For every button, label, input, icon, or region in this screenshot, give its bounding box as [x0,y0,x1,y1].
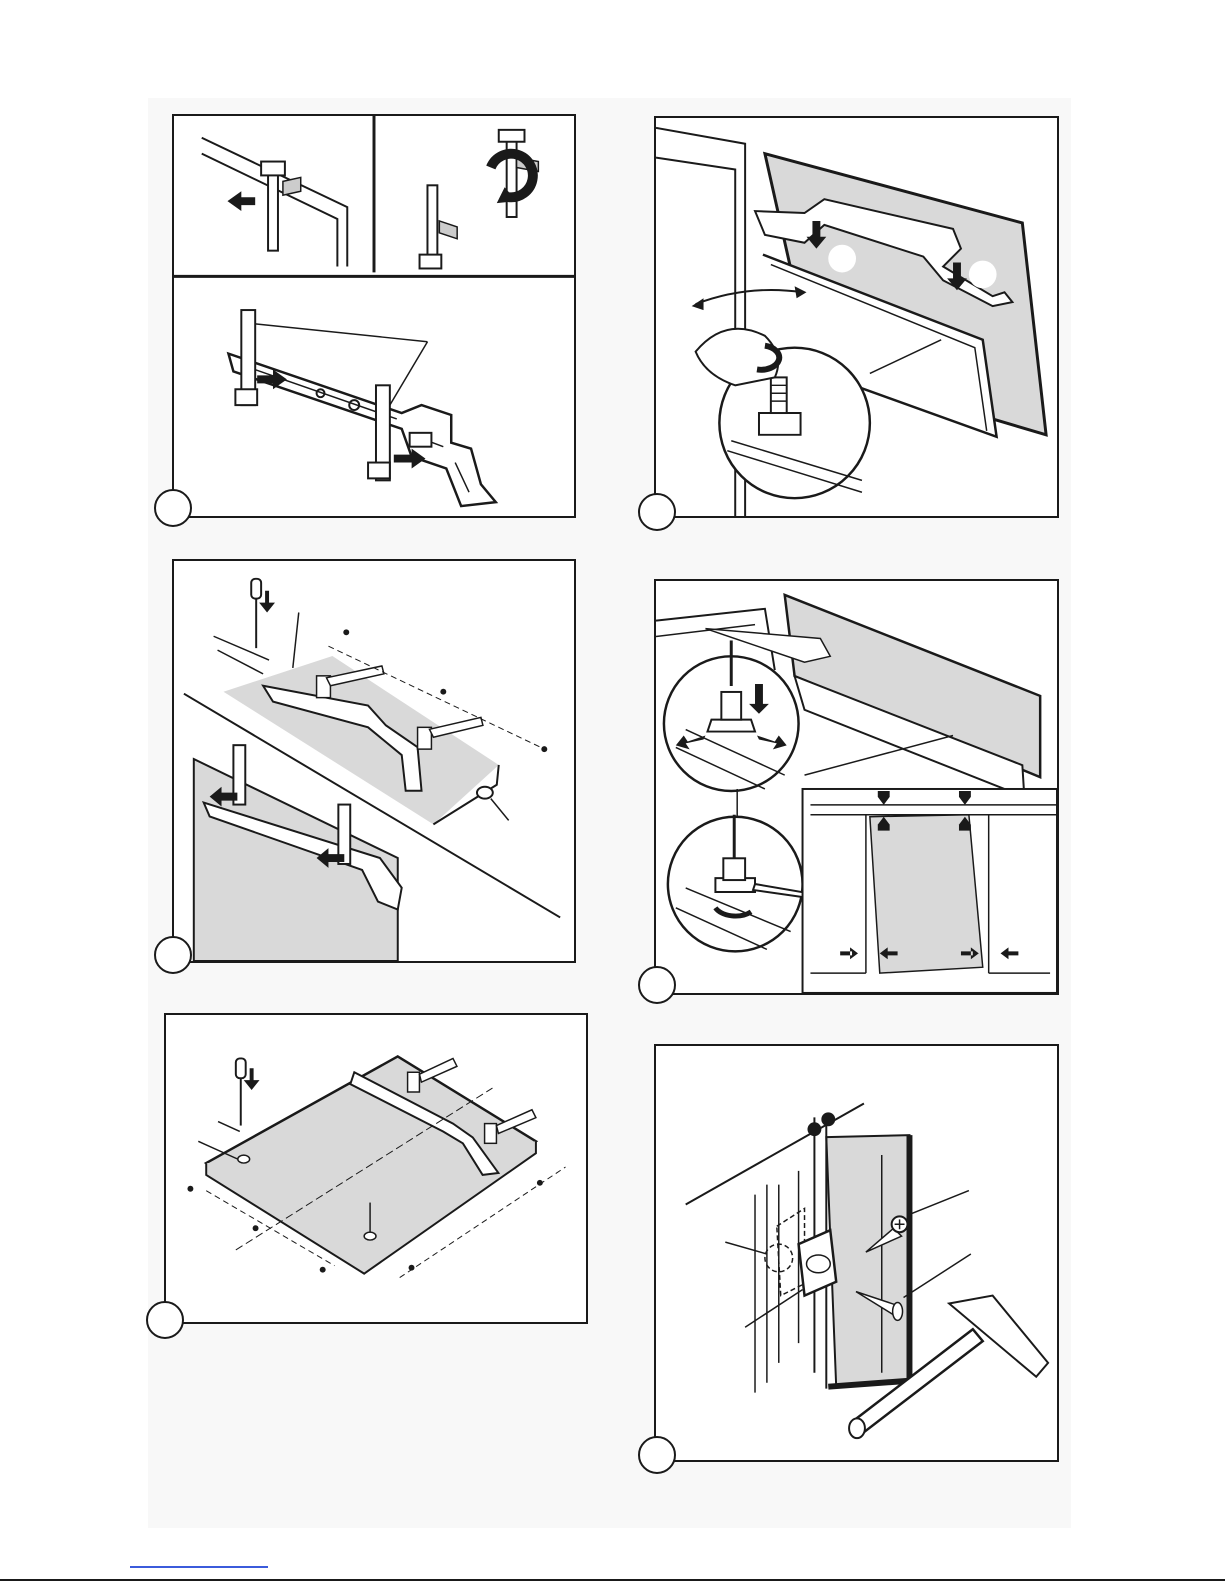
door-alignment-illustration [656,581,1057,993]
hinge-adjustment-illustration [656,118,1057,516]
bracket-screwing-illustration [174,561,574,961]
step-marker-6 [638,1436,676,1474]
figure-panel-6 [654,1044,1059,1462]
figure-panel-1 [172,114,576,518]
figure-panel-4 [654,579,1059,995]
bracket-assembly-illustration [174,116,574,516]
figure-panel-5 [164,1013,588,1324]
figure-panel-2 [654,116,1059,518]
step-marker-3 [154,936,192,974]
panel-template-illustration [166,1015,586,1322]
footer-link-underline[interactable] [130,1566,268,1568]
step-marker-1 [154,489,192,527]
figure-panel-3 [172,559,576,963]
footer-rule [0,1579,1225,1581]
step-marker-5 [146,1301,184,1339]
side-fixing-illustration [656,1046,1057,1460]
step-marker-4 [638,966,676,1004]
step-marker-2 [638,493,676,531]
